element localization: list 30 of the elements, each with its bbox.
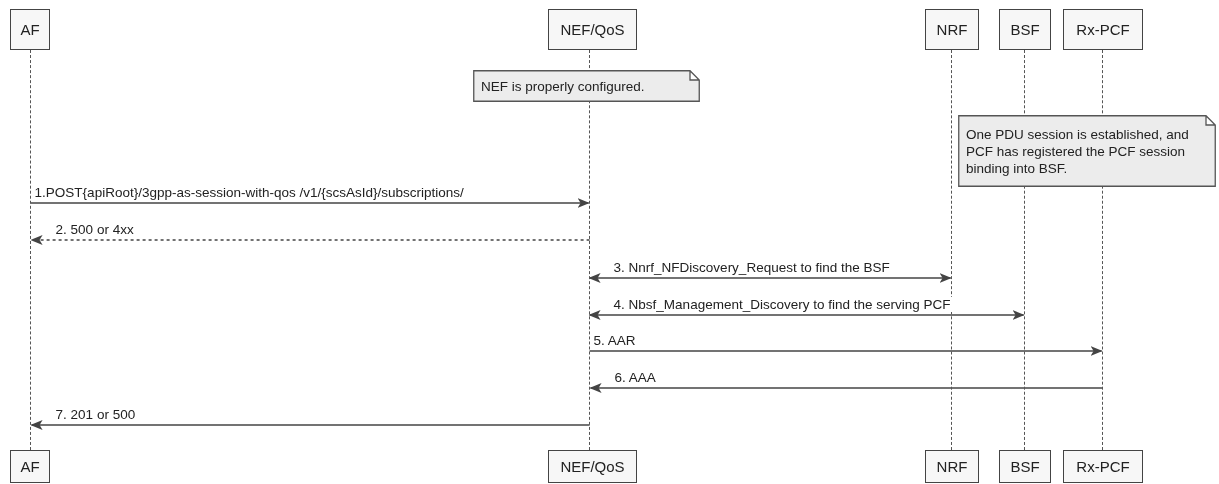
- note-box: One PDU session is established, and PCF has registered the PCF session binding into BSF.: [958, 115, 1216, 187]
- participant-box: Rx-PCF: [1063, 450, 1143, 483]
- edge-label: 7. 201 or 500: [53, 407, 138, 422]
- participant-box: NEF/QoS: [548, 9, 637, 50]
- edge-label: 2. 500 or 4xx: [53, 222, 136, 237]
- message-arrow: [30, 235, 591, 245]
- participant-box: AF: [10, 450, 50, 483]
- edge-label: 6. AAA: [612, 370, 658, 385]
- lifeline: [1024, 50, 1026, 450]
- participant-box: NRF: [925, 9, 979, 50]
- edge-label: 4. Nbsf_Management_Discovery to find the serving PCF: [611, 297, 953, 312]
- participant-box: AF: [10, 9, 50, 50]
- edge-label: 5. AAR: [591, 333, 638, 348]
- edge-label: 3. Nnrf_NFDiscovery_Request to find the BSF: [611, 260, 892, 275]
- message-arrow: [30, 420, 591, 430]
- message-arrow: [588, 346, 1103, 356]
- lifeline: [1102, 50, 1104, 450]
- lifeline: [30, 50, 32, 450]
- note-box: NEF is properly configured.: [473, 70, 700, 102]
- participant-box: NRF: [925, 450, 979, 483]
- message-arrow: [589, 383, 1104, 393]
- participant-box: BSF: [999, 9, 1051, 50]
- participant-box: BSF: [999, 450, 1051, 483]
- lifeline: [589, 50, 591, 450]
- message-arrow: [588, 273, 952, 283]
- message-arrow: [29, 198, 590, 208]
- participant-box: NEF/QoS: [548, 450, 637, 483]
- participant-box: Rx-PCF: [1063, 9, 1143, 50]
- edge-label: 1.POST{apiRoot}/3gpp-as-session-with-qos /v1/{scsAsId}/subscriptions/: [32, 185, 466, 200]
- message-arrow: [588, 310, 1025, 320]
